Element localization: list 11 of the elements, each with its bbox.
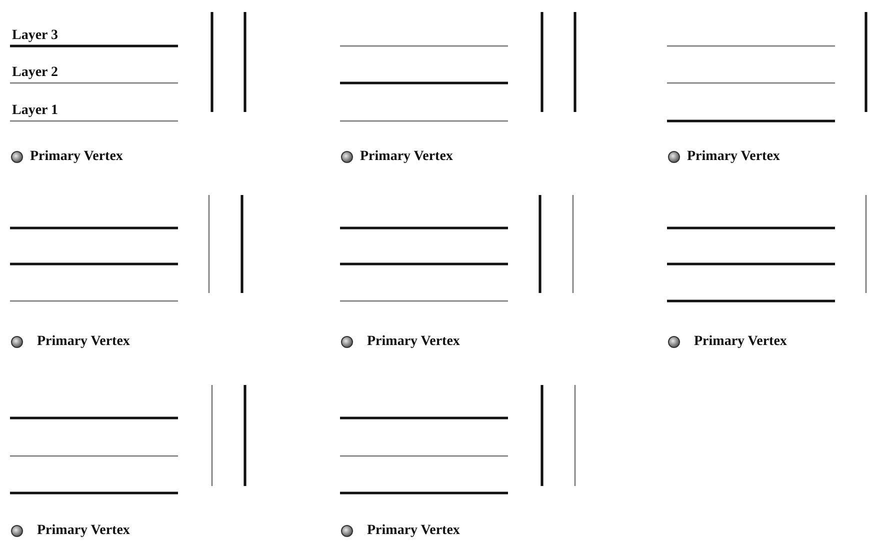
text-label: Layer 2 (12, 65, 58, 81)
text-label: Primary Vertex (367, 523, 460, 539)
text-label: Primary Vertex (360, 149, 453, 165)
text-label: Primary Vertex (694, 334, 787, 350)
text-label: Primary Vertex (30, 149, 123, 165)
text-label: Primary Vertex (37, 334, 130, 350)
text-label: Primary Vertex (37, 523, 130, 539)
text-label: Layer 3 (12, 28, 58, 44)
text-label: Layer 1 (12, 103, 58, 119)
text-label: Primary Vertex (687, 149, 780, 165)
text-label: Primary Vertex (367, 334, 460, 350)
